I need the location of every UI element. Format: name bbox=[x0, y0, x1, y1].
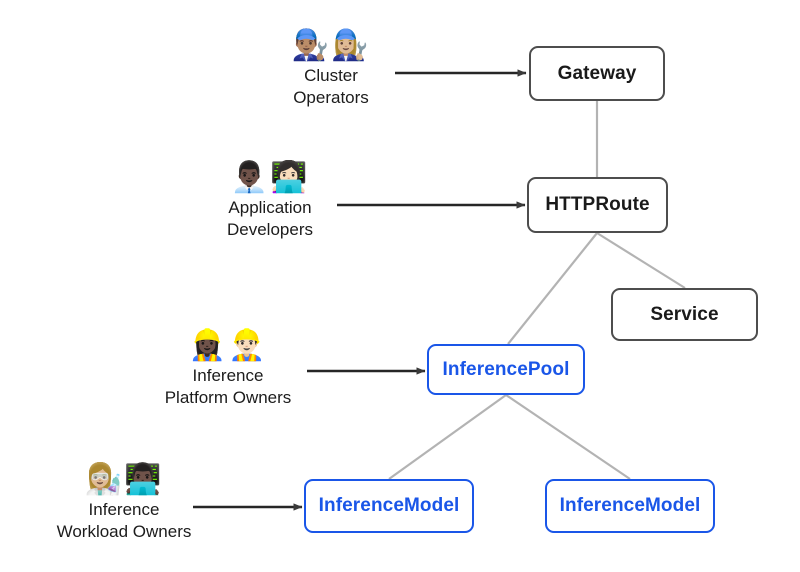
construction-worker-pair-icon: 👷🏿‍♀️👷🏻‍♂️ bbox=[188, 329, 268, 362]
persona-application-developers: 👨🏿‍💼👩🏻‍💻 Application Developers bbox=[155, 162, 385, 241]
persona-label-application-developers: Application Developers bbox=[227, 197, 313, 239]
persona-inference-platform-owners: 👷🏿‍♀️👷🏻‍♂️ Inference Platform Owners bbox=[113, 330, 343, 409]
persona-label-inference-workload-owners: Inference Workload Owners bbox=[56, 499, 192, 541]
node-inferencemodel-right[interactable]: InferenceModel bbox=[545, 479, 715, 533]
mechanic-pair-icon: 👨🏽‍🔧👩🏼‍🔧 bbox=[291, 29, 371, 62]
node-inferencemodel-left-label: InferenceModel bbox=[318, 495, 460, 516]
scientist-technologist-pair-icon: 👩🏼‍🔬👨🏿‍💻 bbox=[84, 463, 164, 496]
node-inferencepool[interactable]: InferencePool bbox=[427, 344, 585, 395]
node-httproute-label: HTTPRoute bbox=[545, 194, 650, 215]
link-inferencepool-inferencemodel-right bbox=[505, 394, 631, 480]
persona-cluster-operators: 👨🏽‍🔧👩🏼‍🔧 Cluster Operators bbox=[216, 30, 446, 109]
link-httproute-inferencepool bbox=[507, 232, 598, 345]
node-inferencemodel-left[interactable]: InferenceModel bbox=[304, 479, 474, 533]
office-worker-technologist-pair-icon: 👨🏿‍💼👩🏻‍💻 bbox=[230, 161, 310, 194]
node-service[interactable]: Service bbox=[611, 288, 758, 341]
node-gateway-label: Gateway bbox=[557, 62, 637, 84]
link-inferencepool-inferencemodel-left bbox=[388, 394, 507, 480]
node-gateway[interactable]: Gateway bbox=[529, 46, 665, 101]
persona-label-cluster-operators: Cluster Operators bbox=[293, 65, 369, 107]
node-service-label: Service bbox=[650, 303, 719, 325]
node-inferencepool-label: InferencePool bbox=[442, 358, 570, 380]
persona-inference-workload-owners: 👩🏼‍🔬👨🏿‍💻 Inference Workload Owners bbox=[9, 464, 239, 543]
node-inferencemodel-right-label: InferenceModel bbox=[559, 495, 701, 516]
persona-label-inference-platform-owners: Inference Platform Owners bbox=[164, 365, 292, 407]
link-httproute-service bbox=[596, 232, 686, 289]
node-httproute[interactable]: HTTPRoute bbox=[527, 177, 668, 233]
